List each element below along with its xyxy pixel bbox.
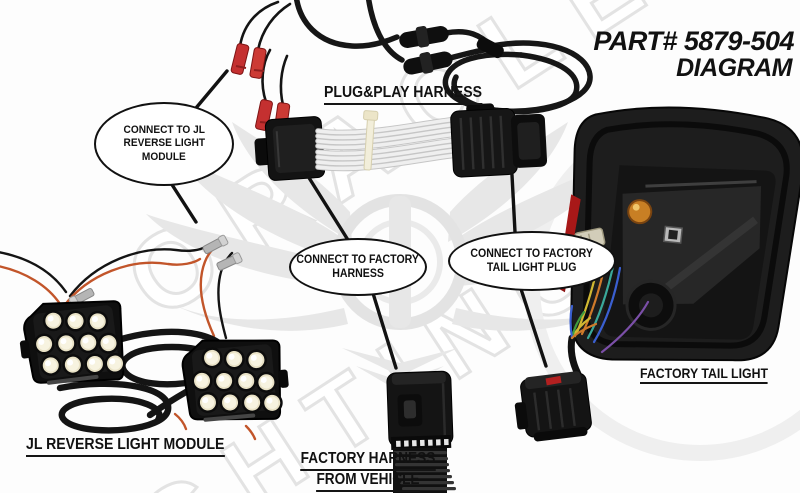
label-jl-reverse-module: JL REVERSE LIGHT MODULE [26, 436, 225, 457]
jl-module-1 [19, 293, 131, 392]
label-factory-tail-light: FACTORY TAIL LIGHT [640, 365, 768, 384]
callout-connect-jl-module: CONNECT TO JL REVERSE LIGHT MODULE [94, 102, 234, 186]
plugplay-left-connector [254, 116, 326, 181]
plugplay-right-connector [450, 103, 548, 178]
inline-barrel-connectors [399, 25, 504, 75]
zip-tie [363, 110, 379, 171]
label-factory-harness: FACTORY HARNESS FROM VEHICLE [293, 450, 443, 492]
factory-tail-light [556, 106, 800, 362]
callout-connect-factory-harness: CONNECT TO FACTORY HARNESS [289, 238, 427, 296]
jl-module-2 [179, 333, 289, 428]
pointer-lines [167, 69, 548, 370]
part-number-line: PART# 5879-504 [593, 26, 794, 56]
label-plug-play-harness: PLUG&PLAY HARNESS [324, 84, 483, 105]
part-number-title: PART# 5879-504 DIAGRAM [534, 26, 794, 82]
module-wires [0, 234, 257, 441]
callout-connect-tail-light-plug: CONNECT TO FACTORY TAIL LIGHT PLUG [448, 231, 616, 291]
factory-harness-connector [386, 370, 454, 451]
plugplay-ribbon-wires [315, 116, 461, 172]
tail-light-plug [514, 371, 592, 442]
diagram-word: DIAGRAM [676, 53, 792, 82]
red-terminals [230, 0, 292, 134]
